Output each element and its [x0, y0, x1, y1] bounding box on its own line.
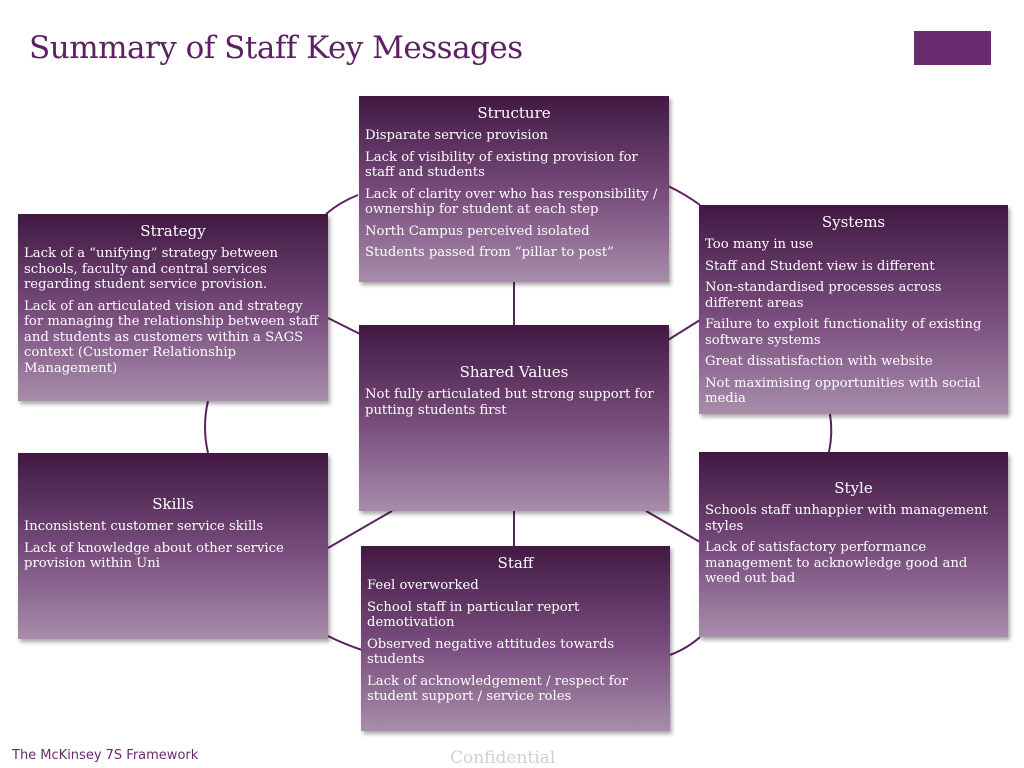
ring-structure-systems: [667, 185, 701, 206]
systems-item: Great dissatisfaction with website: [705, 354, 933, 369]
structure-item: North Campus perceived isolated: [365, 223, 590, 239]
connector-style-center: [645, 510, 701, 543]
staff-list: Feel overworked School staff in particul…: [367, 578, 664, 705]
style-item: Lack of satisfactory performance managem…: [705, 540, 968, 586]
strategy-title: Strategy: [140, 222, 206, 240]
shared-values-title: Shared Values: [459, 363, 569, 381]
accent-box: [914, 31, 991, 65]
ring-strategy-structure: [325, 194, 359, 215]
systems-box: Systems Too many in use Staff and Studen…: [699, 205, 1008, 414]
page-title: Summary of Staff Key Messages: [29, 30, 523, 66]
staff-item: Feel overworked: [367, 578, 479, 593]
structure-title: Structure: [477, 104, 551, 122]
shared-values-item: Not fully articulated but strong support…: [365, 387, 654, 418]
systems-item: Failure to exploit functionality of exis…: [705, 317, 982, 348]
structure-item: Lack of visibility of existing provision…: [365, 149, 638, 181]
staff-item: Observed negative attitudes towards stud…: [367, 636, 615, 668]
connector-skills-center: [327, 510, 393, 549]
footer-confidential: Confidential: [450, 748, 556, 768]
skills-item: Inconsistent customer service skills: [24, 519, 264, 534]
structure-box: Structure Disparate service provision La…: [359, 96, 669, 282]
skills-title: Skills: [152, 495, 194, 513]
structure-item: Lack of clarity over who has responsibil…: [365, 186, 658, 218]
structure-item: Students passed from “pillar to post”: [365, 245, 614, 260]
ring-style-staff: [669, 636, 701, 656]
systems-item: Too many in use: [705, 237, 814, 252]
structure-item: Disparate service provision: [365, 128, 549, 143]
staff-title: Staff: [497, 554, 534, 572]
style-list: Schools staff unhappier with management …: [705, 503, 1002, 587]
style-box: Style Schools staff unhappier with manag…: [699, 452, 1008, 637]
systems-item: Not maximising opportunities with social…: [705, 375, 981, 407]
strategy-item: Lack of an articulated vision and strate…: [24, 298, 319, 376]
ring-systems-style: [828, 413, 833, 453]
strategy-item: Lack of a “unifying” strategy between sc…: [24, 246, 278, 292]
staff-item: School staff in particular report demoti…: [367, 599, 580, 631]
systems-item: Staff and Student view is different: [705, 258, 935, 274]
shared-values-box: Shared Values Not fully articulated but …: [359, 325, 669, 511]
style-item: Schools staff unhappier with management …: [705, 503, 988, 534]
systems-item: Non-standardised processes across differ…: [705, 280, 942, 311]
ring-skills-strategy: [204, 400, 209, 454]
skills-list: Inconsistent customer service skills Lac…: [24, 519, 322, 572]
systems-title: Systems: [821, 213, 886, 231]
systems-list: Too many in use Staff and Student view i…: [705, 237, 1002, 407]
footer-framework-label: The McKinsey 7S Framework: [12, 748, 199, 763]
connector-systems-center: [667, 319, 701, 341]
skills-box: Skills Inconsistent customer service ski…: [18, 453, 328, 639]
staff-box: Staff Feel overworked School staff in pa…: [361, 546, 670, 731]
style-title: Style: [834, 479, 873, 497]
strategy-list: Lack of a “unifying” strategy between sc…: [24, 246, 322, 376]
structure-list: Disparate service provision Lack of visi…: [365, 128, 663, 261]
strategy-box: Strategy Lack of a “unifying” strategy b…: [18, 214, 328, 401]
shared-values-list: Not fully articulated but strong support…: [365, 387, 663, 418]
ring-staff-skills: [327, 635, 363, 651]
connector-strategy-center: [327, 317, 361, 335]
staff-item: Lack of acknowledgement / respect for st…: [367, 673, 628, 705]
skills-item: Lack of knowledge about other service pr…: [24, 540, 284, 572]
